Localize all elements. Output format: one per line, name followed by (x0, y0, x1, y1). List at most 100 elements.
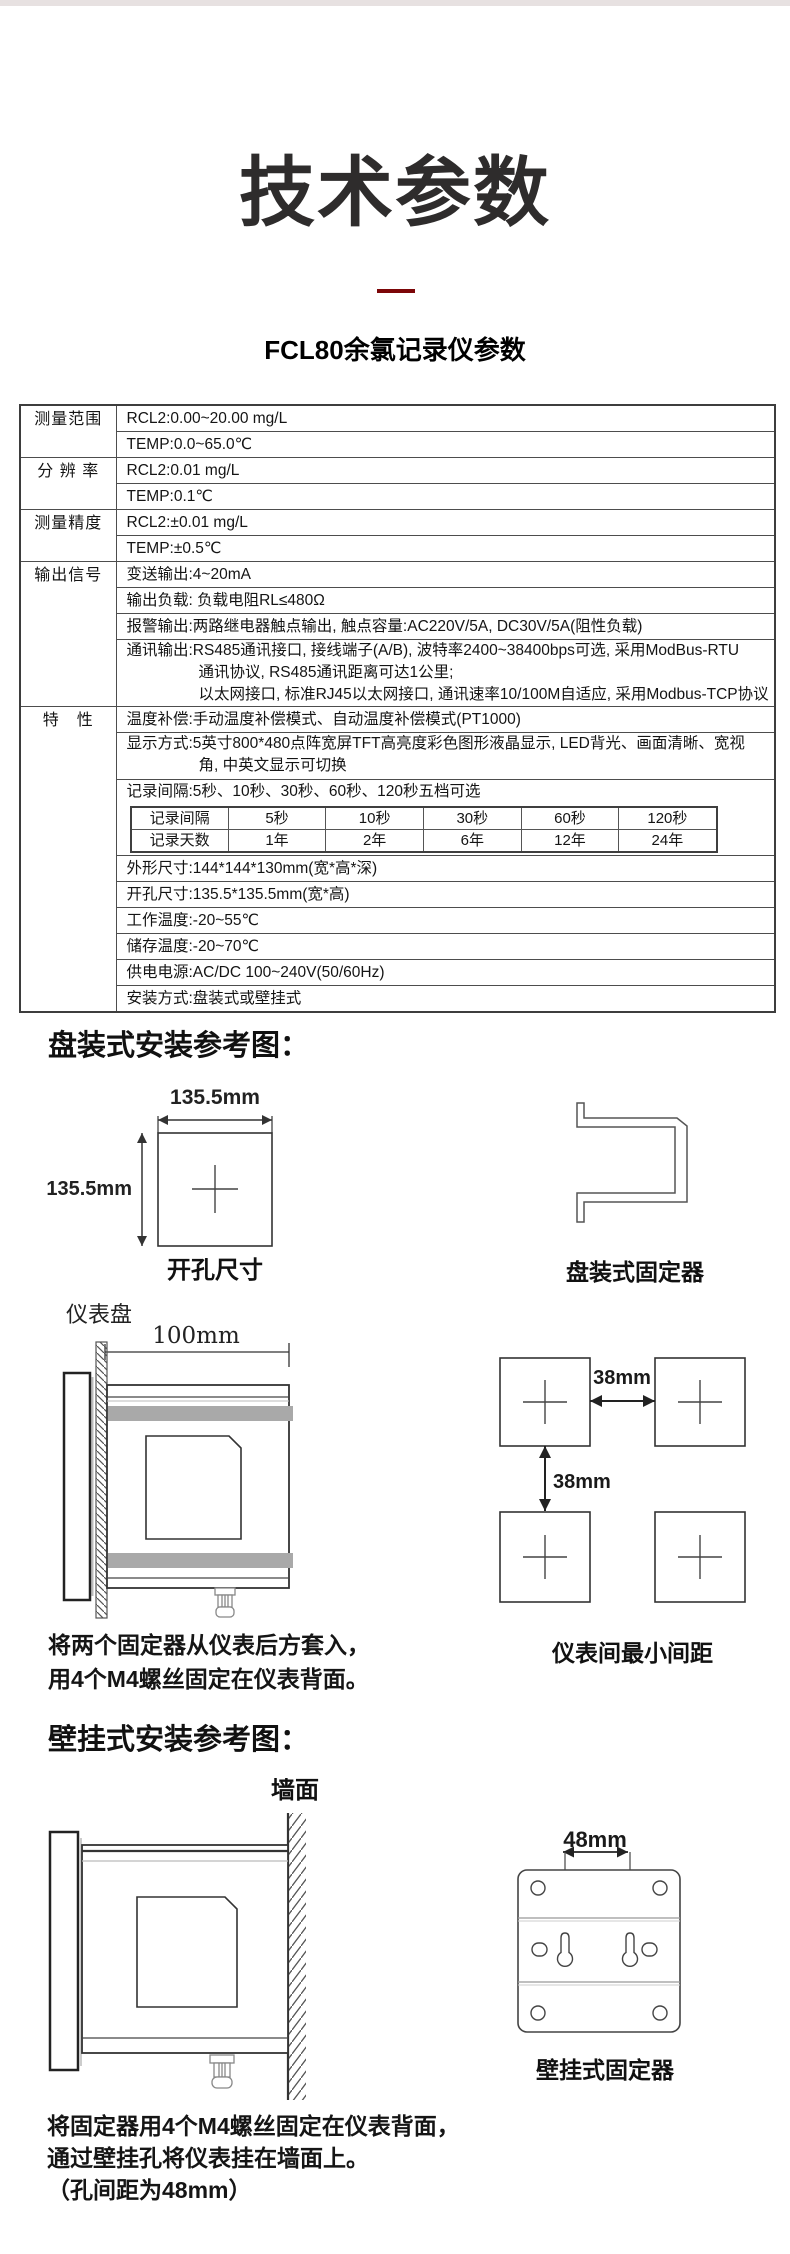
cutout-dimension-figure: 135.5mm 135.5mm (46, 1086, 273, 1247)
spec-value: TEMP:±0.5℃ (115, 535, 776, 562)
spec-value: 外形尺寸:144*144*130mm(宽*高*深) (115, 855, 776, 882)
center-crosses (523, 1380, 722, 1579)
cutout-width-label: 135.5mm (170, 1086, 260, 1109)
arrowhead (158, 1115, 168, 1125)
arrowhead (617, 1846, 628, 1858)
cable-gland (209, 2054, 235, 2089)
arrowhead (563, 1846, 574, 1858)
arrowhead (590, 1395, 602, 1407)
record-header-cell: 60秒 (520, 806, 620, 830)
panel-hatched-strip (95, 1341, 108, 1619)
cutout-square (157, 1132, 273, 1247)
page-title: 技术参数 (239, 151, 551, 236)
panel-mount-note: 将两个固定器从仪表后方套入， 用4个M4螺丝固定在仪表背面。 (48, 1628, 448, 1696)
display-line-1: 显示方式:5英寸800*480点阵宽屏TFT高亮度彩色图形液晶显示, LED背光… (126, 735, 745, 752)
spec-value-display: 显示方式:5英寸800*480点阵宽屏TFT高亮度彩色图形液晶显示, LED背光… (115, 732, 776, 780)
keyhole-slots (556, 1932, 639, 1967)
record-header-cell: 5秒 (227, 806, 327, 830)
spec-value: 报警输出:两路继电器触点输出, 触点容量:AC220V/5A, DC30V/5A… (115, 613, 776, 640)
side-slot-holes (531, 1942, 658, 1957)
arrowhead (539, 1499, 551, 1511)
min-spacing-caption: 仪表间最小间距 (552, 1640, 713, 1666)
comm-line-1: 通讯输出:RS485通讯接口, 接线端子(A/B), 波特率2400~38400… (126, 642, 740, 659)
wall-fixture-caption: 壁挂式固定器 (536, 2057, 674, 2083)
record-header-cell: 记录间隔 (130, 806, 229, 830)
depth-dimension-label: 100mm (152, 1325, 240, 1349)
spec-table-wrap: 测量范围 RCL2:0.00~20.00 mg/L TEMP:0.0~65.0℃… (19, 404, 776, 1013)
panel-note-line-2: 用4个M4螺丝固定在仪表背面。 (48, 1666, 369, 1692)
wall-note-line-3: （孔间距为48mm） (47, 2177, 252, 2203)
fixture-plate (517, 1869, 681, 2033)
arrowhead (643, 1395, 655, 1407)
vertical-gap-label: 38mm (553, 1471, 611, 1493)
wall-mount-side-view: 墙面 (48, 1778, 319, 2100)
instrument-panel-label: 仪表盘 (66, 1302, 133, 1327)
spec-value: RCL2:0.00~20.00 mg/L (115, 404, 776, 432)
record-interval-note: 记录间隔:5秒、10秒、30秒、60秒、120秒五档可选 (126, 783, 481, 800)
record-days-cell: 12年 (520, 829, 620, 853)
record-header-cell: 120秒 (618, 806, 717, 830)
row-label-resolution: 分 辨 率 (19, 457, 117, 510)
cable-gland (214, 1587, 236, 1618)
display-line-2: 角, 中英文显示可切换 (198, 757, 347, 774)
panel-mount-side-view: 100mm (62, 1325, 293, 1619)
cutout-caption: 开孔尺寸 (167, 1257, 263, 1284)
spec-value-record: 记录间隔:5秒、10秒、30秒、60秒、120秒五档可选 记录间隔 5秒 10秒… (115, 779, 776, 856)
spec-value: 变送输出:4~20mA (115, 561, 776, 588)
terminal-cover (136, 1896, 238, 2008)
panel-note-line-1: 将两个固定器从仪表后方套入， (48, 1632, 370, 1658)
wall-note-line-2: 通过壁挂孔将仪表挂在墙面上。 (47, 2145, 369, 2171)
record-days-cell: 24年 (618, 829, 717, 853)
arrowhead (137, 1133, 147, 1143)
wall-mount-heading: 壁挂式安装参考图： (48, 1724, 310, 1756)
row-label-output-signal: 输出信号 (19, 561, 117, 707)
instrument-outline (499, 1511, 591, 1603)
spec-value: 工作温度:-20~55℃ (115, 907, 776, 934)
comm-line-2: 通讯协议, RS485通讯距离可达1公里; (198, 664, 454, 681)
row-label-accuracy: 测量精度 (19, 509, 117, 562)
spec-value: 温度补偿:手动温度补偿模式、自动温度补偿模式(PT1000) (115, 706, 776, 733)
cutout-height-label: 135.5mm (46, 1178, 132, 1200)
spec-value-comm: 通讯输出:RS485通讯接口, 接线端子(A/B), 波特率2400~38400… (115, 639, 776, 707)
fixing-clamp-band-bottom (108, 1553, 293, 1568)
min-spacing-figure: 38mm 38mm (499, 1357, 746, 1603)
record-days-cell: 2年 (325, 829, 424, 853)
record-header-cell: 30秒 (422, 806, 522, 830)
panel-mount-heading: 盘装式安装参考图： (48, 1030, 310, 1062)
instrument-bezel (48, 1830, 80, 2072)
spec-value: 供电电源:AC/DC 100~240V(50/60Hz) (115, 959, 776, 986)
spec-value: RCL2:0.01 mg/L (115, 457, 776, 484)
fixing-clamp-band-top (108, 1406, 293, 1421)
row-label-measuring-range: 测量范围 (19, 404, 117, 458)
plate-fold-lines (518, 1917, 680, 1986)
spec-value: TEMP:0.1℃ (115, 483, 776, 510)
top-bar (0, 0, 790, 6)
spec-value: TEMP:0.0~65.0℃ (115, 431, 776, 458)
arrowhead (539, 1446, 551, 1458)
comm-line-3: 以太网接口, 标准RJ45以太网接口, 通讯速率10/100M自适应, 采用Mo… (198, 686, 769, 703)
instrument-bezel (62, 1371, 92, 1602)
terminal-cover (145, 1435, 242, 1540)
wall-hatching (288, 1813, 306, 2100)
spec-value: 储存温度:-20~70℃ (115, 933, 776, 960)
page-subtitle: FCL80余氯记录仪参数 (264, 335, 526, 365)
record-days-cell: 1年 (227, 829, 327, 853)
spec-value: 开孔尺寸:135.5*135.5mm(宽*高) (115, 881, 776, 908)
record-days-cell: 记录天数 (130, 829, 229, 853)
wall-note-line-1: 将固定器用4个M4螺丝固定在仪表背面， (47, 2113, 460, 2139)
horizontal-gap-label: 38mm (593, 1367, 651, 1389)
bracket-shape (576, 1102, 688, 1223)
spec-value: RCL2:±0.01 mg/L (115, 509, 776, 536)
wall-fixture-figure: 48mm (517, 1827, 681, 2033)
spec-table: 测量范围 RCL2:0.00~20.00 mg/L TEMP:0.0~65.0℃… (19, 404, 776, 1013)
instrument-outline (654, 1511, 746, 1603)
spec-value: 输出负载: 负载电阻RL≤480Ω (115, 587, 776, 614)
arrowhead (262, 1115, 272, 1125)
corner-screw-holes (530, 1880, 668, 2021)
wall-mount-note: 将固定器用4个M4螺丝固定在仪表背面， 通过壁挂孔将仪表挂在墙面上。 （孔间距为… (47, 2110, 497, 2206)
record-header-cell: 10秒 (325, 806, 424, 830)
arrowhead (137, 1236, 147, 1246)
record-days-cell: 6年 (422, 829, 522, 853)
wall-label: 墙面 (271, 1778, 319, 1804)
